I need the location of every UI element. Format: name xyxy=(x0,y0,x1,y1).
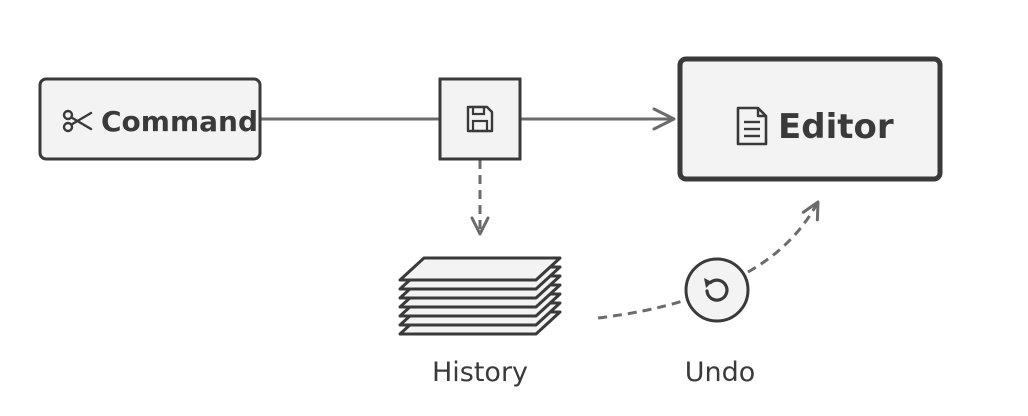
editor-label: Editor xyxy=(778,107,894,147)
undo-arrow-icon xyxy=(704,278,729,302)
undo-node xyxy=(684,257,750,323)
save-step-node xyxy=(438,77,522,161)
history-label: History xyxy=(432,357,528,388)
history-sheet xyxy=(398,256,562,282)
paper-stack-icon xyxy=(398,256,562,336)
document-icon xyxy=(736,106,768,146)
command-label: Command xyxy=(101,105,258,138)
scissors-icon xyxy=(62,109,93,133)
connector-history-to-undo xyxy=(597,298,687,320)
command-node: Command xyxy=(38,77,262,161)
connector-undo-to-editor xyxy=(747,200,820,274)
undo-label: Undo xyxy=(685,357,756,388)
editor-node: Editor xyxy=(677,56,943,182)
floppy-disk-icon xyxy=(466,105,494,133)
